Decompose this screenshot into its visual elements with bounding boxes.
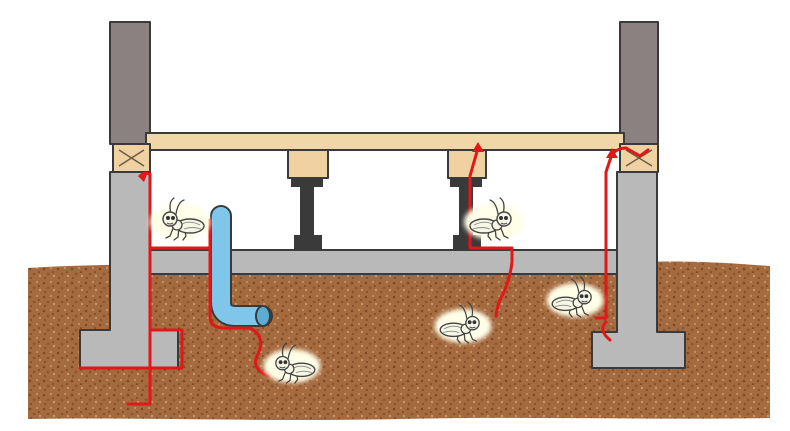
- left-sill-block: [112, 143, 151, 173]
- right-wooden-post: [619, 21, 659, 145]
- arrow-head-icons: [138, 142, 618, 182]
- left-wooden-post: [109, 21, 151, 145]
- termite-paths: [78, 146, 650, 406]
- termite-path-right: [594, 146, 650, 342]
- termite-path-pipe: [208, 218, 270, 378]
- steel-floor-post-left: [291, 178, 323, 249]
- arrow-head: [472, 142, 484, 152]
- termites: [150, 197, 604, 384]
- arrow-head: [606, 148, 618, 158]
- joist-block-left: [287, 149, 329, 179]
- joist-block-right: [447, 149, 487, 179]
- arrow-head: [138, 172, 148, 182]
- right-sill-block: [619, 143, 659, 173]
- termite-icon: [464, 197, 524, 241]
- termite-icon: [434, 302, 492, 344]
- right-foundation: [591, 171, 686, 369]
- drain-pipe: [210, 205, 273, 327]
- termite-icon: [263, 342, 321, 384]
- floor-beam: [145, 132, 625, 151]
- termite-icon: [546, 276, 604, 318]
- termite-icon: [150, 197, 210, 241]
